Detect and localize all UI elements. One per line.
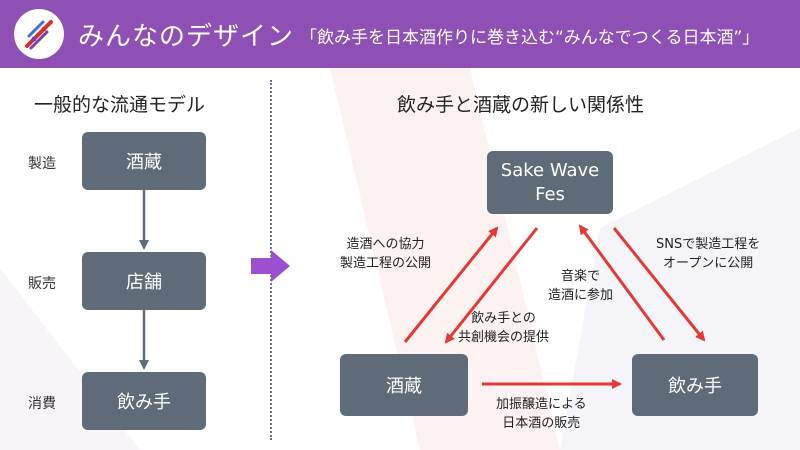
brand-name: みんなのデザイン [78, 22, 295, 52]
note-text-line: 造酒への協力 [346, 237, 425, 252]
note-text-line: SNSで製造工程を [656, 237, 761, 252]
header-tagline: 「飲み手を日本酒作りに巻き込む“みんなでつくる日本酒”」 [300, 28, 760, 48]
note-text-line: 日本酒の販売 [502, 415, 581, 431]
note-brewery-to-drinker: 加振醸造による 日本酒の販売 [496, 396, 587, 434]
drinker-box-right: 飲み手 [632, 354, 758, 416]
fes-name-line1: Sake Wave [500, 160, 600, 182]
right-section-title: 飲み手と酒蔵の新しい関係性 [397, 94, 645, 116]
note-text-line: 加振醸造による [496, 397, 587, 412]
arrow-brewery-to-fes [403, 226, 499, 343]
fes-name-line2: Fes [535, 183, 565, 205]
note-text-line: オープンに公開 [663, 255, 754, 271]
stage-label-sales: 販売 [28, 276, 56, 292]
note-fes-to-drinker: SNSで製造工程を オープンに公開 [656, 236, 760, 274]
store-box: 店舗 [82, 252, 206, 310]
brewery-box-left: 酒蔵 [82, 132, 206, 190]
brand-logo-icon [25, 20, 53, 50]
brewery-box-right: 酒蔵 [340, 354, 468, 416]
note-text-line: 共創機会の提供 [458, 329, 550, 345]
note-text-line: 製造工程の公開 [340, 255, 432, 271]
drinker-box-left: 飲み手 [82, 372, 206, 430]
note-fes-to-brewery: 飲み手との 共創機会の提供 [458, 310, 549, 348]
note-text-line: 音楽で [561, 269, 601, 284]
stage-label-manufacture: 製造 [28, 156, 56, 172]
note-brewery-to-fes: 造酒への協力 製造工程の公開 [340, 236, 431, 274]
sake-wave-fes-box: Sake Wave Fes [487, 151, 613, 214]
brand-logo [14, 9, 64, 59]
note-drinker-to-fes: 音楽で 造酒に参加 [548, 268, 613, 306]
arrow-drinker-to-fes [578, 224, 666, 341]
note-text-line: 飲み手との [471, 311, 536, 326]
transition-arrow-icon [251, 250, 290, 282]
header-bar: みんなのデザイン 「飲み手を日本酒作りに巻き込む“みんなでつくる日本酒”」 [0, 0, 800, 68]
arrow-fes-to-drinker [612, 227, 706, 342]
note-text-line: 造酒に参加 [548, 287, 614, 303]
arrow-fes-to-brewery [444, 227, 539, 344]
stage-label-consumption: 消費 [28, 396, 56, 412]
left-section-title: 一般的な流通モデル [34, 94, 206, 116]
